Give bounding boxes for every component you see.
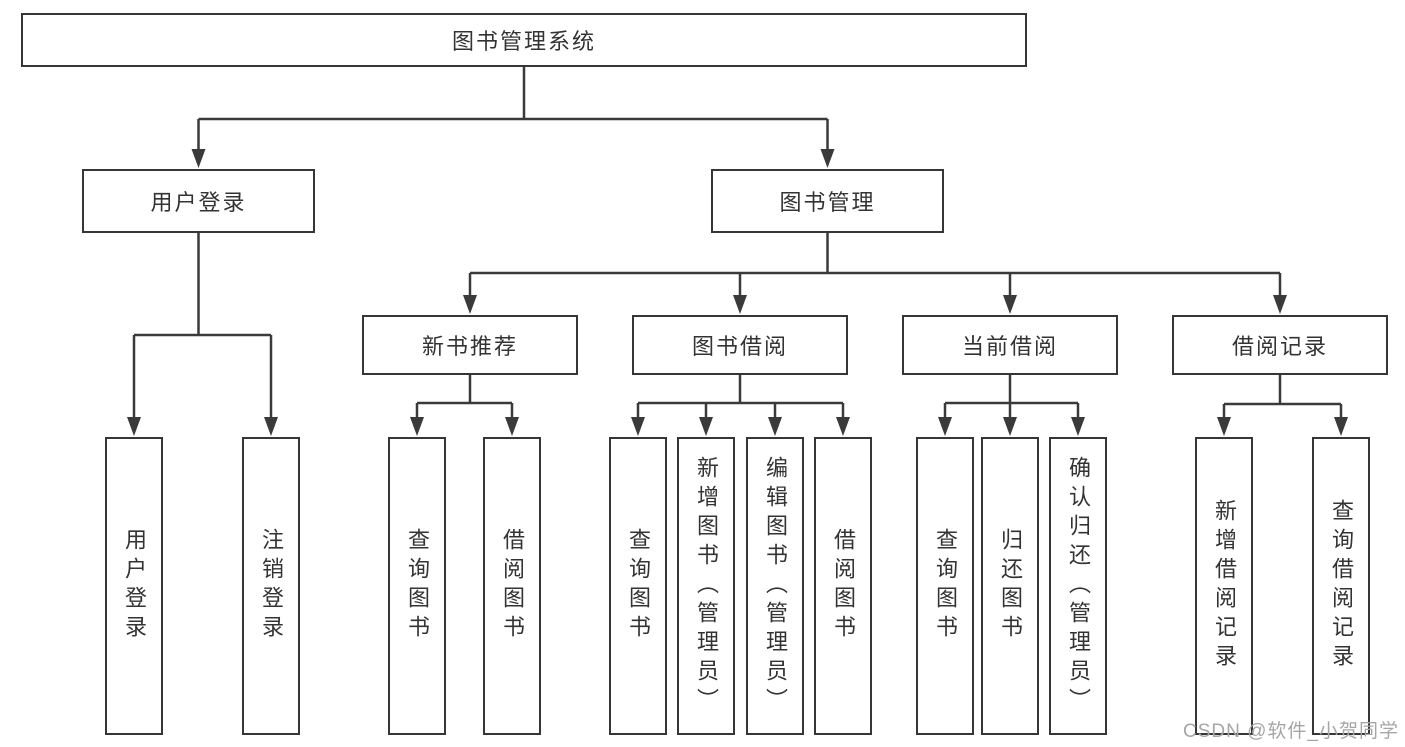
- node-label: 注销登录: [259, 528, 284, 644]
- node-query-books-rec: 查询图书: [388, 437, 446, 735]
- node-root: 图书管理系统: [21, 13, 1027, 67]
- node-confirm-return-admin: 确认归还（管理员）: [1049, 437, 1107, 735]
- arrow-down-icon: [410, 417, 424, 436]
- arrow-down-icon: [699, 417, 713, 436]
- arrow-down-icon: [631, 417, 645, 436]
- node-return-books: 归还图书: [981, 437, 1039, 735]
- arrow-down-icon: [820, 149, 835, 168]
- node-label: 图书借阅: [691, 334, 788, 359]
- node-borrow-records: 借阅记录: [1172, 315, 1388, 375]
- arrow-down-icon: [1003, 417, 1017, 436]
- node-label: 借阅图书: [831, 528, 856, 644]
- node-label: 归还图书: [998, 528, 1023, 644]
- arrow-down-icon: [768, 417, 782, 436]
- arrow-down-icon: [463, 295, 477, 314]
- node-label: 新增借阅记录: [1212, 499, 1237, 673]
- arrow-down-icon: [733, 295, 747, 314]
- node-borrow-books: 借阅图书: [814, 437, 872, 735]
- arrow-down-icon: [1217, 417, 1231, 436]
- arrow-down-icon: [127, 417, 141, 436]
- node-label: 新增图书（管理员）: [694, 455, 719, 717]
- node-label: 借阅图书: [500, 528, 525, 644]
- arrow-down-icon: [1273, 295, 1287, 314]
- arrow-down-icon: [1334, 417, 1348, 436]
- node-query-borrow-record: 查询借阅记录: [1312, 437, 1370, 735]
- node-user-login-group: 用户登录: [82, 169, 315, 233]
- node-label: 查询图书: [933, 528, 958, 644]
- node-edit-books-admin: 编辑图书（管理员）: [746, 437, 804, 735]
- node-book-borrow: 图书借阅: [632, 315, 848, 375]
- node-label: 查询图书: [405, 528, 430, 644]
- arrow-down-icon: [938, 417, 952, 436]
- node-label: 确认归还（管理员）: [1066, 455, 1091, 717]
- arrow-down-icon: [505, 417, 519, 436]
- node-label: 新书推荐: [421, 334, 518, 359]
- node-current-borrow: 当前借阅: [902, 315, 1118, 375]
- connector-path: [132, 67, 1343, 422]
- node-query-books-borrow: 查询图书: [609, 437, 667, 735]
- arrow-down-icon: [1071, 417, 1085, 436]
- node-add-books-admin: 新增图书（管理员）: [677, 437, 735, 735]
- node-borrow-books-rec: 借阅图书: [483, 437, 541, 735]
- node-label: 用户登录: [150, 190, 247, 215]
- node-book-mgmt: 图书管理: [711, 169, 944, 233]
- node-label: 借阅记录: [1231, 334, 1328, 359]
- node-label: 图书管理系统: [451, 29, 596, 54]
- node-label: 查询借阅记录: [1329, 499, 1354, 673]
- arrow-down-icon: [836, 417, 850, 436]
- node-logout: 注销登录: [242, 437, 300, 735]
- node-label: 查询图书: [626, 528, 651, 644]
- watermark: CSDN @软件_小贺同学: [1183, 721, 1399, 742]
- arrow-down-icon: [191, 149, 206, 168]
- node-label: 图书管理: [779, 190, 876, 215]
- node-add-borrow-record: 新增借阅记录: [1195, 437, 1253, 735]
- node-label: 编辑图书（管理员）: [763, 455, 788, 717]
- node-new-book-rec: 新书推荐: [362, 315, 578, 375]
- node-label: 用户登录: [122, 528, 147, 644]
- arrow-down-icon: [1003, 295, 1017, 314]
- node-user-login: 用户登录: [105, 437, 163, 735]
- arrow-down-icon: [264, 417, 278, 436]
- node-query-books-current: 查询图书: [916, 437, 974, 735]
- node-label: 当前借阅: [961, 334, 1058, 359]
